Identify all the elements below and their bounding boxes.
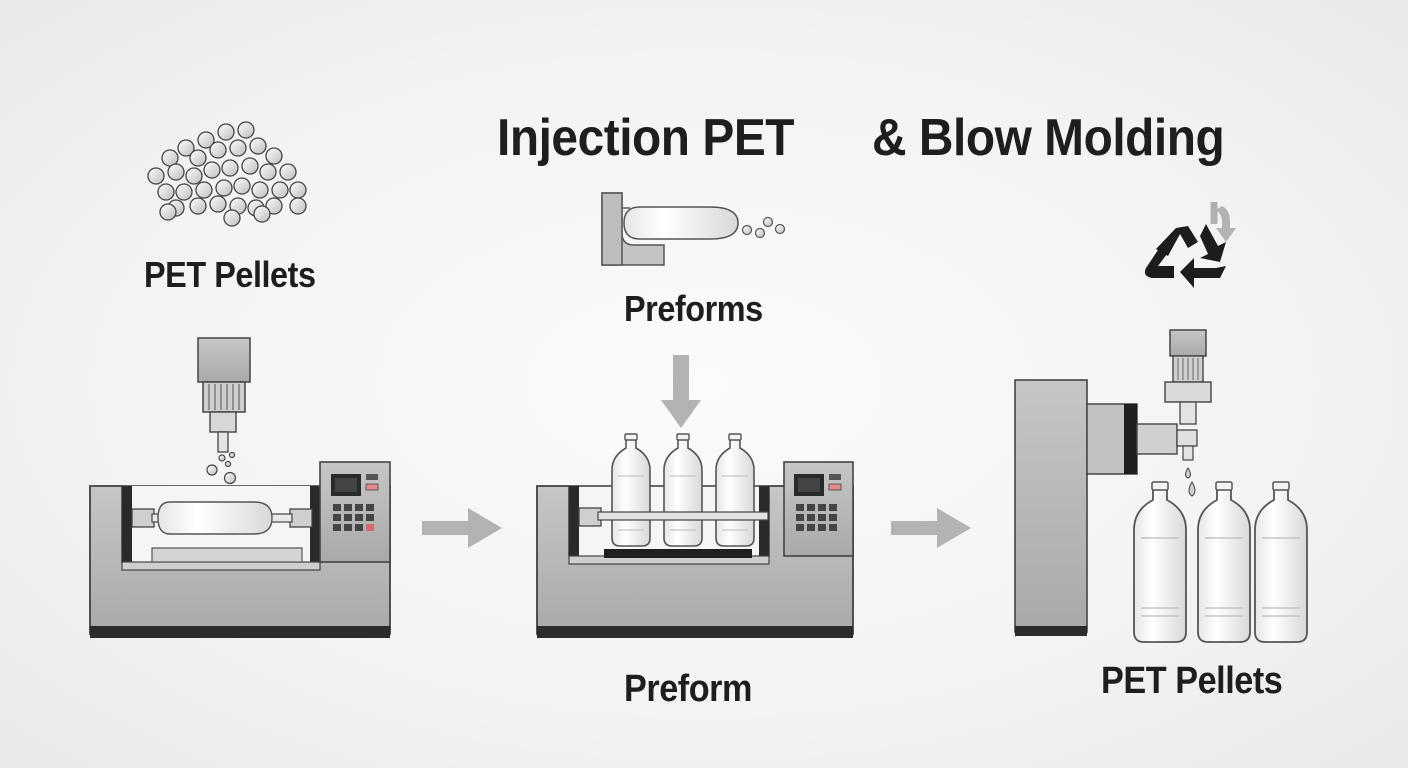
preform-mold-icon (601, 192, 786, 266)
injection-machine-icon (89, 337, 391, 638)
arrow-right-icon (422, 508, 502, 548)
blow-molding-machine-icon (1014, 329, 1308, 643)
arrow-right-icon (891, 508, 971, 548)
recycle-icon (1144, 202, 1242, 288)
arrow-down-icon (1216, 206, 1236, 242)
pellets-icon (147, 121, 307, 227)
label-preform: Preform (624, 668, 752, 710)
title-injection: Injection PET (497, 109, 795, 167)
label-pet-pellets-input: PET Pellets (144, 254, 316, 295)
label-pet-pellets-output: PET Pellets (1101, 660, 1283, 702)
label-preforms: Preforms (624, 288, 763, 329)
title-blow-molding: & Blow Molding (872, 109, 1225, 167)
preform-machine-icon (536, 355, 854, 638)
